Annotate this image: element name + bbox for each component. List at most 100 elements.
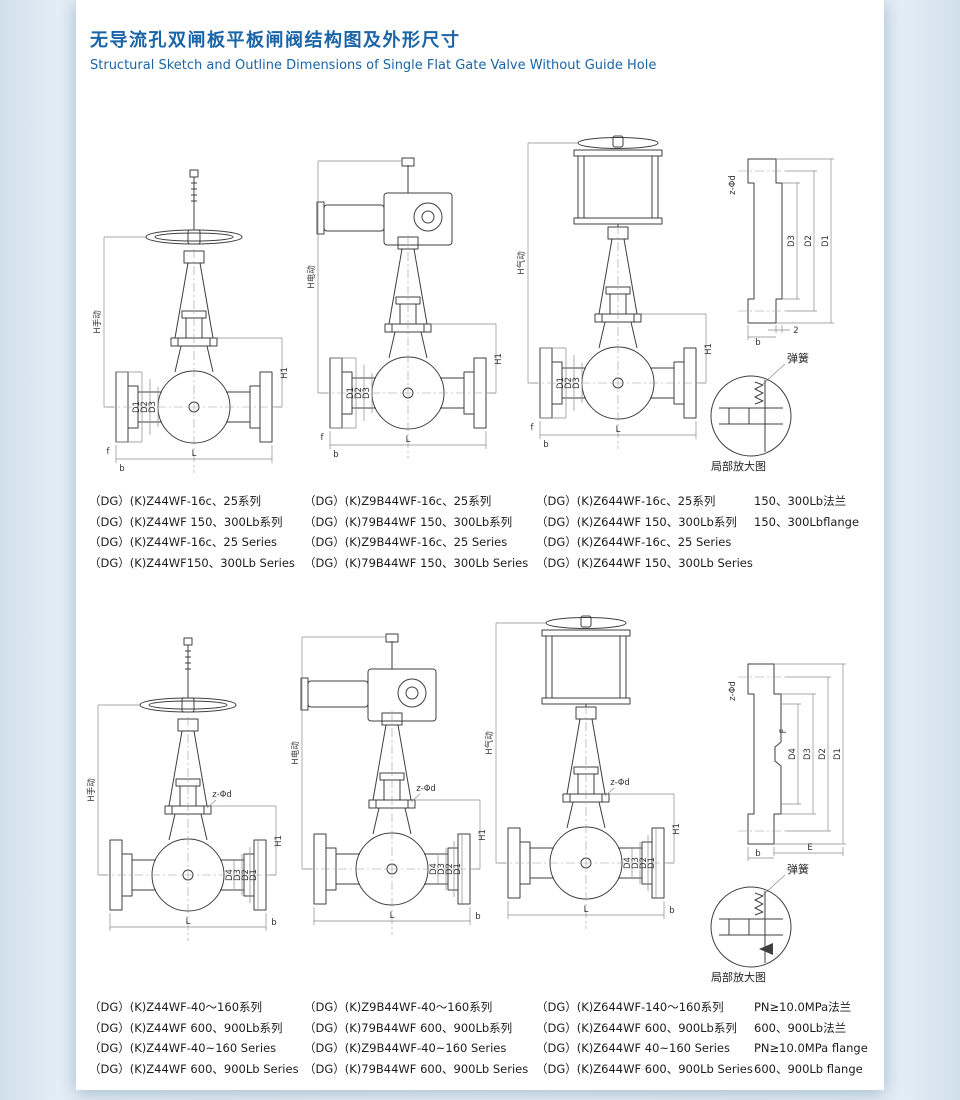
arrow-marker: [759, 943, 773, 955]
h-manual-label: H手动: [92, 310, 103, 334]
h-manual-label: H手动: [86, 778, 97, 802]
detail-view-caption: 局部放大图: [711, 970, 766, 984]
valve-body-drawing: [105, 248, 283, 474]
d3-label: D3: [148, 401, 158, 413]
caption-column-3: （DG）(K)Z644WF-140～160系列 （DG）(K)Z644WF 60…: [536, 997, 754, 1079]
spring-label: 弹簧: [787, 351, 809, 365]
caption-line: （DG）(K)Z644WF-16c、25 Series: [536, 535, 732, 549]
flange-dim-lines: [747, 158, 834, 340]
overall-height-dim: [495, 622, 615, 864]
d4-label: D4: [429, 863, 439, 875]
caption-line: （DG）(K)Z9B44WF-40~160 Series: [304, 1041, 507, 1055]
flange-dim-labels: z-Φd D3 D2 D1 2 b: [728, 175, 831, 348]
dim-labels: H气动 z-Φd D4 D3 D2 D1 H1 L b: [484, 731, 682, 916]
dim-labels: H手动 D1 D2 D3 H1 L f b: [92, 310, 290, 474]
b-label: b: [669, 906, 674, 916]
dim-labels: H手动 z-Φd D4 D3 D2 D1 H1 L b: [86, 778, 284, 928]
handwheel-drawing: [139, 637, 237, 713]
d1-label: D1: [453, 863, 463, 875]
caption-line: （DG）(K)79B44WF 600、900Lb系列: [304, 1020, 513, 1035]
d1-label: D1: [249, 869, 259, 881]
caption-line: （DG）(K)Z44WF-40~160 Series: [89, 1041, 277, 1055]
figure-local-detail-top: 弹簧 局部放大图: [710, 351, 809, 473]
f-label: f: [321, 433, 325, 443]
b-label: b: [755, 849, 760, 859]
figure-flange-150-300lb: z-Φd D3 D2 D1 2 b: [728, 158, 834, 348]
l-label: L: [390, 911, 395, 921]
caption-line: PN≥10.0MPa flange: [754, 1041, 868, 1055]
figure-valve-electric-top: H电动 D1 D2 D3 H1 L f b: [306, 157, 504, 460]
pneumatic-cylinder-drawing: [541, 615, 631, 708]
h1-label: H1: [280, 367, 290, 379]
caption-column-4: 150、300Lb法兰 150、300Lbflange: [754, 491, 884, 573]
flange-section-outline: [747, 663, 782, 845]
b-label: b: [475, 912, 480, 922]
d3-label: D3: [437, 863, 447, 875]
overall-height-dim: [317, 160, 402, 394]
z-phi-d-label: z-Φd: [212, 790, 232, 800]
d2-label: D2: [140, 401, 150, 413]
h1-label: H1: [704, 343, 714, 355]
detail-view-caption: 局部放大图: [711, 459, 766, 473]
valve-body-drawing: [303, 710, 481, 936]
d4-label: D4: [788, 748, 798, 760]
d1-label: D1: [132, 401, 142, 413]
d3-label: D3: [233, 869, 243, 881]
valve-body-drawing: [99, 716, 277, 942]
b-label: b: [333, 450, 338, 460]
caption-line: （DG）(K)Z44WF-16c、25 Series: [89, 535, 278, 549]
catalog-page: 无导流孔双闸板平板闸阀结构图及外形尺寸 Structural Sketch an…: [76, 0, 884, 1090]
d4-label: D4: [623, 857, 633, 869]
flange-dim-lines: [747, 663, 846, 861]
caption-line: （DG）(K)Z44WF-40～160系列: [89, 1000, 263, 1014]
flange-section-outline: [747, 158, 783, 324]
figure-valve-pneumatic-bottom: H气动 z-Φd D4 D3 D2 D1 H1 L b: [484, 615, 682, 930]
figure-flange-600-900lb: z-Φd F D4 D3 D2 D1 E b: [728, 663, 846, 861]
caption-line: （DG）(K)79B44WF 150、300Lb系列: [304, 514, 513, 529]
z-phi-d-label: z-Φd: [416, 784, 436, 794]
figures-bottom-row: H手动 z-Φd D4 D3 D2 D1 H1 L b H电动: [76, 609, 884, 989]
d2-label: D2: [241, 869, 251, 881]
flange-dim-labels: z-Φd F D4 D3 D2 D1 E b: [728, 681, 843, 859]
l-label: L: [192, 449, 197, 459]
h1-label: H1: [672, 823, 682, 835]
caption-column-1: （DG）(K)Z44WF-16c、25系列 （DG）(K)Z44WF 150、3…: [89, 491, 304, 573]
h-pneumatic-label: H气动: [484, 731, 495, 755]
l-label: L: [406, 435, 411, 445]
l-label: L: [584, 905, 589, 915]
valve-body-drawing: [319, 234, 497, 460]
caption-line: （DG）(K)Z44WF 600、900Lb系列: [89, 1020, 283, 1035]
figure-valve-pneumatic-top: H气动 D1 D2 D3 H1 L f b: [516, 135, 714, 450]
dim-labels: H气动 D1 D2 D3 H1 L f b: [516, 251, 714, 450]
caption-column-3: （DG）(K)Z644WF-16c、25系列 （DG）(K)Z644WF 150…: [536, 491, 754, 573]
caption-line: PN≥10.0MPa法兰: [754, 1000, 852, 1014]
l-label: L: [616, 425, 621, 435]
caption-line: （DG）(K)Z644WF 600、900Lb Series: [536, 1061, 753, 1076]
caption-line: （DG）(K)Z644WF 150、300Lb系列: [536, 514, 737, 529]
b-label: b: [543, 440, 548, 450]
d2-label: D2: [354, 387, 364, 399]
caption-column-1: （DG）(K)Z44WF-40～160系列 （DG）(K)Z44WF 600、9…: [89, 997, 304, 1079]
electric-actuator-drawing: [316, 157, 453, 246]
e-label: E: [807, 843, 812, 853]
b-label: b: [271, 918, 276, 928]
caption-line: （DG）(K)Z644WF-16c、25系列: [536, 494, 716, 508]
caption-line: （DG）(K)Z44WF150、300Lb Series: [89, 555, 295, 570]
caption-line: （DG）(K)Z9B44WF-40～160系列: [304, 1000, 493, 1014]
page-title-zh: 无导流孔双闸板平板闸阀结构图及外形尺寸: [90, 30, 461, 51]
page-header: 无导流孔双闸板平板闸阀结构图及外形尺寸 Structural Sketch an…: [76, 0, 884, 73]
z-phi-d-label: z-Φd: [610, 778, 630, 788]
caption-line: 600、900Lb flange: [754, 1061, 863, 1076]
detail-circle-drawing: [710, 375, 792, 457]
d3-label: D3: [787, 235, 797, 247]
b-label: b: [755, 338, 760, 348]
caption-line: （DG）(K)Z644WF-140～160系列: [536, 1000, 724, 1014]
d2-label: D2: [445, 863, 455, 875]
d1-label: D1: [647, 857, 657, 869]
page-title-en: Structural Sketch and Outline Dimensions…: [90, 58, 657, 73]
h1-label: H1: [494, 353, 504, 365]
caption-line: （DG）(K)Z9B44WF-16c、25 Series: [304, 535, 508, 549]
dim-labels: H电动 z-Φd D4 D3 D2 D1 H1 L b: [290, 741, 488, 922]
d1-label: D1: [556, 377, 566, 389]
d3-label: D3: [631, 857, 641, 869]
